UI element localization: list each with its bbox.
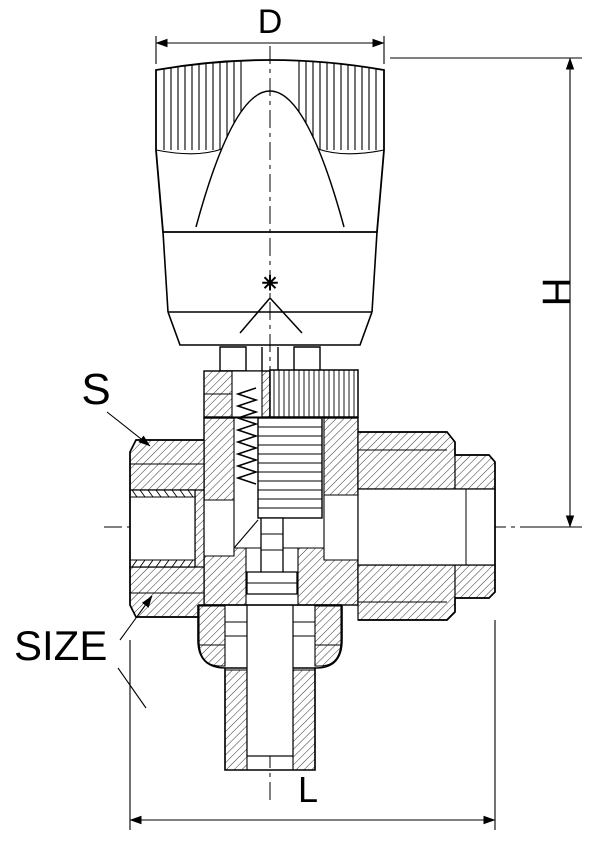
- label-size: SIZE: [14, 595, 153, 709]
- right-port-outline: [358, 431, 496, 621]
- dimension-l: L: [129, 620, 496, 830]
- valve-body: [203, 387, 359, 606]
- spring: [235, 387, 259, 485]
- label-s-leader: [106, 411, 151, 447]
- label-size-leader: [119, 595, 153, 641]
- bonnet-and-ring-nut: [203, 369, 359, 418]
- bottom-port-details: [199, 621, 341, 646]
- bottom-port-outline: [197, 604, 343, 771]
- left-port: [129, 439, 205, 618]
- frost-symbol: ✳: [262, 273, 279, 295]
- right-port-bore: [357, 488, 496, 566]
- right-port-details: [358, 449, 467, 603]
- head-dome: [195, 90, 345, 228]
- dimension-l-extension-lines: [129, 620, 496, 830]
- head-indicator-pointer: [239, 296, 303, 334]
- left-port-hex-lines: [130, 463, 204, 594]
- head-shoulder-curves: [155, 148, 385, 155]
- left-port-bore: [129, 489, 196, 568]
- head-lower-housing: [162, 231, 378, 346]
- dimension-l-label: L: [298, 769, 318, 810]
- spindle: [257, 417, 323, 519]
- label-s-text: S: [81, 365, 110, 414]
- head-knurling-right: [298, 61, 377, 150]
- dimension-d: D: [155, 3, 385, 64]
- valve-stem-and-disc: [246, 517, 298, 595]
- dimension-h-label: H: [534, 278, 578, 307]
- thermostatic-head: ✳: [155, 59, 385, 346]
- body-seat-line: [233, 519, 259, 549]
- head-knurling-left: [163, 61, 242, 150]
- right-port: [357, 431, 496, 621]
- dimension-h: H: [390, 57, 582, 528]
- label-size-text: SIZE: [14, 622, 107, 669]
- bottom-port: [197, 604, 343, 771]
- ring-nut-knurl-lines: [273, 370, 355, 417]
- label-size-leader-lower: [117, 667, 147, 709]
- bottom-port-bore: [246, 604, 294, 757]
- spindle-ribs: [258, 426, 322, 509]
- dimension-d-label: D: [258, 3, 283, 41]
- left-port-thread-ticks: [131, 489, 194, 568]
- valve-stem-lines: [247, 533, 297, 584]
- label-s: S: [81, 365, 151, 447]
